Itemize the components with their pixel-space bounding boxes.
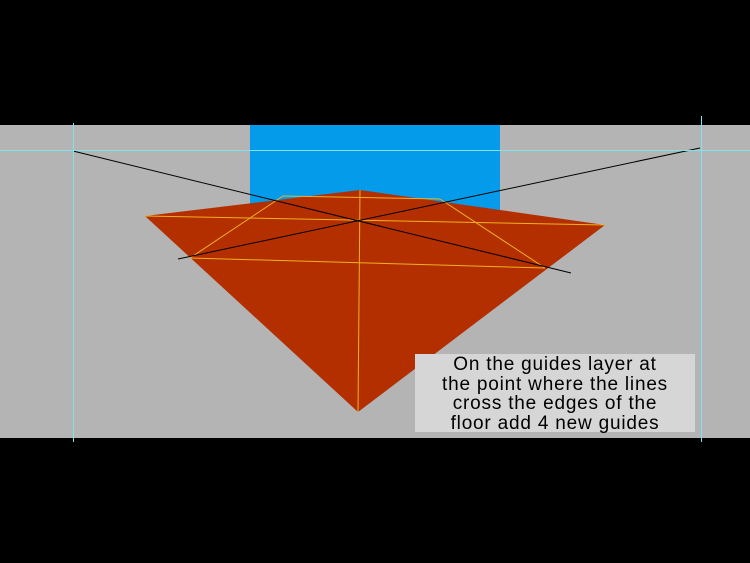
construction-line (282, 195, 441, 200)
construction-line (439, 198, 546, 269)
construction-line (357, 189, 361, 413)
floor-shape (145, 190, 605, 412)
perspective-line (177, 147, 701, 260)
caption-line: On the guides layer at (453, 354, 657, 375)
construction-line (189, 257, 546, 269)
caption-line: the point where the lines (442, 373, 668, 395)
construction-line (144, 215, 606, 226)
construction-line (189, 195, 284, 259)
instruction-caption: On the guides layer at the point where t… (415, 354, 695, 434)
caption-line: floor add 4 new guides (450, 412, 660, 434)
construction-lines (144, 189, 606, 413)
perspective-line (72, 150, 572, 274)
caption-line: cross the edges of the (452, 393, 658, 414)
perspective-lines (72, 147, 701, 274)
guides (0, 116, 750, 442)
